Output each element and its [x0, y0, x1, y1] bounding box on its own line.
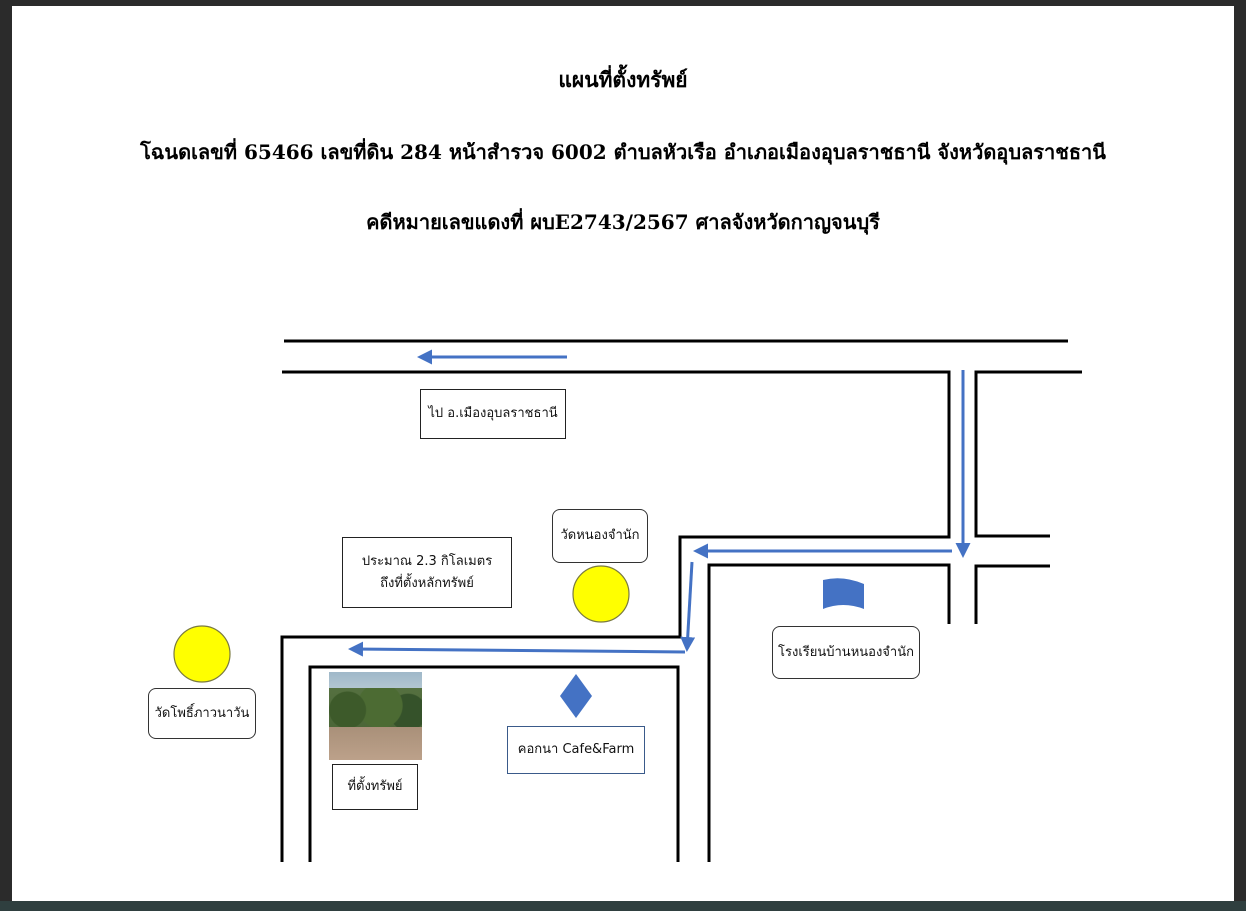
label-cafe: คอกนา Cafe&Farm	[507, 726, 645, 774]
road-main-edge	[280, 370, 951, 862]
label-school: โรงเรียนบ้านหนองจำนัก	[772, 626, 920, 679]
road-right-lower-edge	[974, 564, 1050, 624]
photo-trees	[329, 687, 422, 732]
road-inner-edge	[707, 563, 951, 862]
route-arrows	[348, 349, 971, 657]
property-photo	[329, 672, 422, 760]
distance-text: ประมาณ 2.3 กิโลเมตร	[361, 553, 493, 569]
temple-pho-marker-icon	[173, 625, 231, 683]
map-title: แผนที่ตั้งทรัพย์	[558, 67, 688, 92]
deed-details: โฉนดเลขที่ 65466 เลขที่ดิน 284 หน้าสำรวจ…	[140, 140, 1106, 164]
school-flag-icon	[823, 578, 864, 609]
arrow-down-bend	[680, 561, 696, 652]
cafe-diamond-icon	[560, 674, 592, 718]
road-lines	[280, 339, 1082, 862]
route-map	[173, 339, 1082, 862]
arrow-west-property	[348, 641, 686, 657]
temple-nong-marker-icon	[572, 565, 630, 623]
road-lower-edge	[308, 665, 680, 862]
photo-ground	[329, 726, 422, 760]
viewer-bottom-bar	[0, 901, 1246, 911]
label-to-city: ไป อ.เมืองอุบลราชธานี	[420, 389, 566, 439]
case-details: คดีหมายเลขแดงที่ ผบE2743/2567 ศาลจังหวัด…	[366, 210, 880, 234]
road-right-upper-edge	[974, 370, 1082, 538]
destination-text: ถึงที่ตั้งหลักทรัพย์	[380, 575, 474, 591]
label-property: ที่ตั้งทรัพย์	[332, 764, 418, 810]
label-temple-nong: วัดหนองจำนัก	[552, 509, 648, 563]
label-temple-pho: วัดโพธิ์ภาวนาวัน	[148, 688, 256, 739]
document-page: แผนที่ตั้งทรัพย์ โฉนดเลขที่ 65466 เลขที่…	[12, 6, 1234, 901]
label-distance: ประมาณ 2.3 กิโลเมตร ถึงที่ตั้งหลักทรัพย์	[342, 537, 512, 608]
